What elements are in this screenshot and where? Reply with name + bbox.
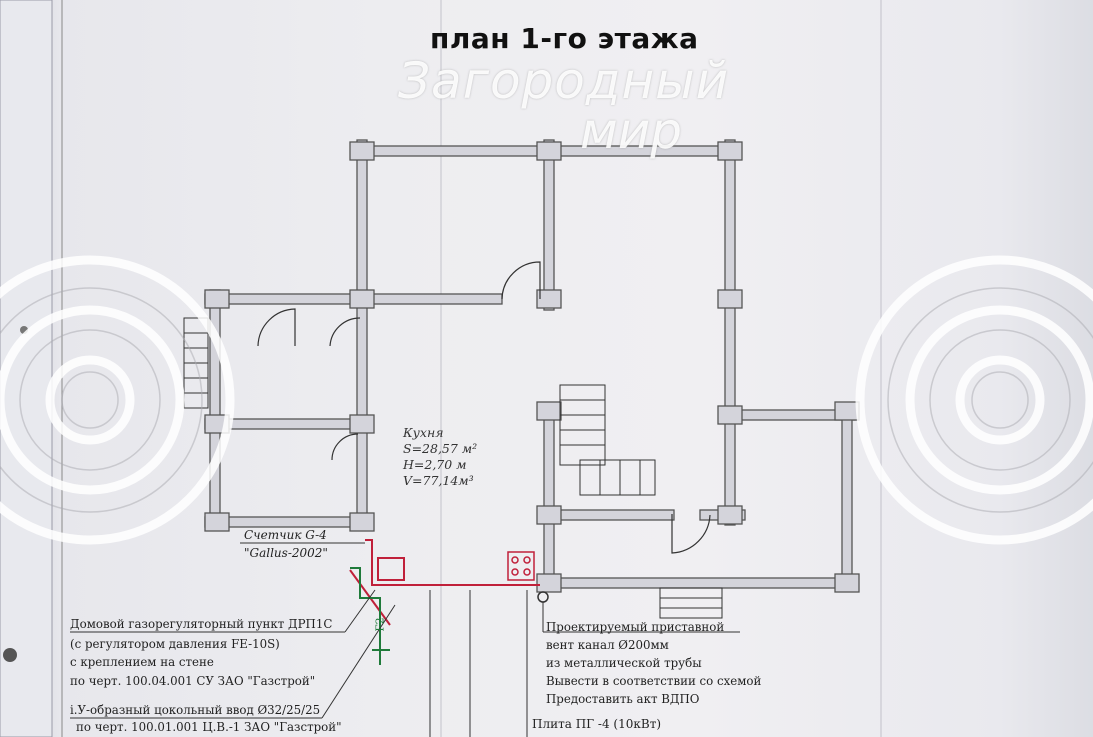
stairs (183, 317, 723, 619)
room-height: H=2,70 м (403, 457, 467, 472)
room-area: S=28,57 м² (403, 441, 478, 456)
log-joints (204, 141, 860, 593)
doors (257, 261, 711, 554)
gas-riser (350, 567, 390, 665)
leader-lines (70, 542, 740, 737)
room-name: Кухня (403, 425, 444, 440)
binder-hole (3, 648, 17, 662)
room-label: Кухня S=28,57 м² H=2,70 м V=77,14м³ (403, 425, 477, 489)
regulator-line3: с креплением на стене (70, 655, 214, 669)
wall (543, 139, 555, 311)
paper-fold (440, 0, 442, 737)
inlet-line2: по черт. 100.01.001 Ц.В.-1 ЗАО "Газстрой… (76, 720, 342, 734)
vent-line2: вент канал Ø200мм (546, 638, 669, 652)
watermark-line1: Загородный (398, 52, 730, 110)
inlet-line1: i.У-образный цокольный ввод Ø32/25/25 (70, 703, 321, 717)
vent-line5: Предоставить акт ВДПО (546, 692, 700, 706)
stove-symbol (507, 551, 535, 581)
wall (724, 139, 736, 526)
paper-fold (880, 0, 882, 737)
stove-label: Плита ПГ -4 (10кВт) (532, 717, 662, 731)
room-volume: V=77,14м³ (403, 473, 474, 488)
meter-label: Счетчик G-4 (244, 528, 327, 542)
meter-model: "Gallus-2002" (244, 546, 328, 560)
plan-title: план 1-го этажа (430, 22, 699, 55)
pipe-label: Г2 (373, 617, 387, 632)
vent-line3: из металлической трубы (546, 656, 702, 670)
regulator-line1: Домовой газорегуляторный пункт ДРП1С (70, 617, 333, 631)
vent-line1: Проектируемый приставной (546, 620, 725, 634)
regulator-line2: (с регулятором давления FE-10S) (70, 637, 280, 651)
vent-line4: Вывести в соответствии со схемой (546, 674, 762, 688)
regulator-line4: по черт. 100.04.001 СУ ЗАО "Газстрой" (70, 674, 316, 688)
watermark-line2: мир (580, 102, 682, 160)
